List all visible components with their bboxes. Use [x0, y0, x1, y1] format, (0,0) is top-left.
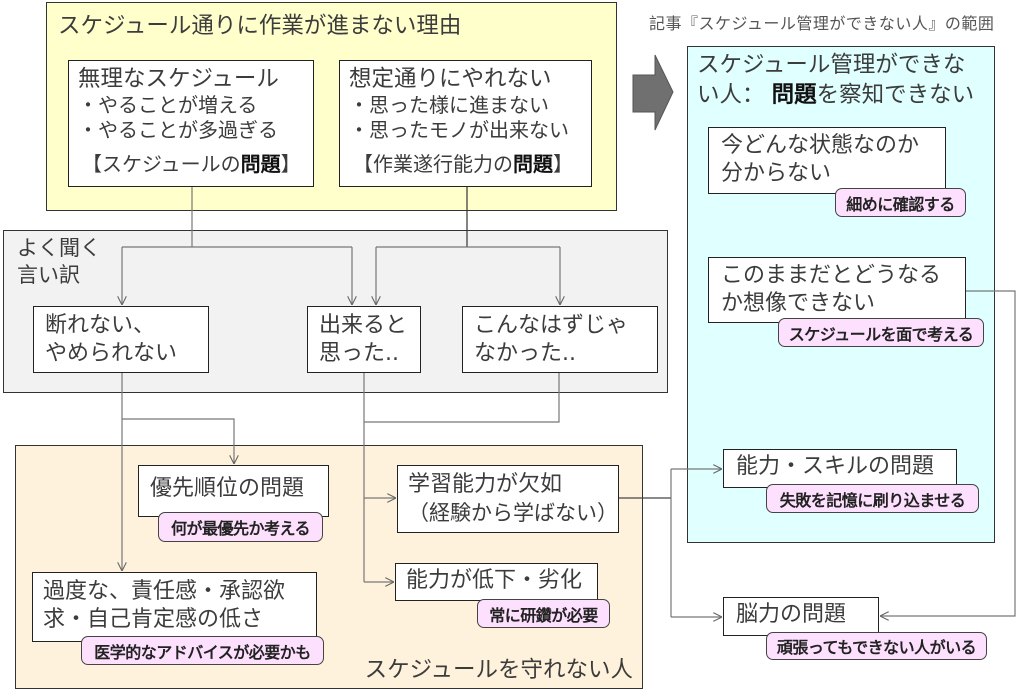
- unreasonable-schedule-box: 無理なスケジュール ・やることが増える ・やることが多過ぎる 【スケジュールの問…: [68, 60, 314, 187]
- bullet-item: ・思った様に進まない: [349, 93, 549, 117]
- category-prefix: 【スケジュールの: [82, 152, 241, 176]
- hint-tag: 失敗を記憶に刷り込ませる: [766, 484, 979, 513]
- box-title: 無理なスケジュール: [78, 66, 279, 92]
- hint-tag: スケジュールを面で考える: [778, 318, 984, 347]
- box-text-line: なかった..: [474, 341, 576, 366]
- box-text-line: か想像できない: [721, 291, 876, 316]
- title-suffix: を察知できない: [816, 82, 975, 108]
- current-status-unknown-box: 今どんな状態なのか 分からない: [708, 127, 946, 194]
- category-bold: 問題: [240, 152, 281, 176]
- hint-tag: 頑張ってもできない人がいる: [766, 632, 987, 660]
- hint-tag: 医学的なアドバイスが必要かも: [81, 636, 324, 665]
- box-text-line: やめられない: [45, 341, 178, 366]
- not-supposed-to-be-box: こんなはずじゃ なかった..: [462, 306, 658, 373]
- cannot-imagine-outcome-box: このままだとどうなる か想像できない: [708, 257, 966, 323]
- skill-problem-box: 能力・スキルの問題: [723, 449, 957, 488]
- bullet-item: ・やることが多過ぎる: [78, 118, 278, 142]
- box-text-line: 過度な、責任感・承認欲: [43, 579, 286, 604]
- box-text-line: 出来ると: [319, 313, 408, 338]
- category-suffix: 】: [553, 152, 573, 176]
- scope-panel-title: スケジュール管理ができな い人： 問題を察知できない: [697, 50, 974, 110]
- box-text-line: （経験から学ばない）: [408, 501, 618, 525]
- hint-tag: 常に研鑽が必要: [477, 599, 610, 628]
- ability-decline-box: 能力が低下・劣化: [395, 563, 598, 601]
- box-text-line: このままだとどうなる: [721, 263, 942, 288]
- title-bold: 問題: [771, 82, 817, 108]
- box-text-line: こんなはずじゃ: [474, 313, 629, 338]
- cannot-keep-schedule-panel: 優先順位の問題 何が最優先か考える 学習能力が欠如 （経験から学ばない） 能力が…: [15, 445, 643, 689]
- learning-ability-lacking-box: 学習能力が欠如 （経験から学ばない）: [397, 465, 619, 533]
- box-text-line: 今どんな状態なのか: [721, 133, 920, 158]
- excuses-panel: よく聞く 言い訳 断れない、 やめられない 出来ると 思った.. こんなはずじゃ…: [3, 230, 668, 393]
- title-line: よく聞く: [17, 236, 101, 260]
- category-suffix: 】: [280, 152, 301, 176]
- category-label: 【作業遂行能力の問題】: [349, 151, 582, 177]
- reasons-panel: スケジュール通りに作業が進まない理由 無理なスケジュール ・やることが増える ・…: [46, 2, 617, 211]
- box-text-line: 優先順位の問題: [150, 476, 305, 501]
- bullet-item: ・思ったモノが出来ない: [349, 118, 569, 142]
- box-text-line: 断れない、: [45, 313, 156, 338]
- box-text-line: 思った..: [319, 341, 399, 366]
- reasons-panel-title: スケジュール通りに作業が進まない理由: [58, 13, 462, 39]
- thought-i-could-box: 出来ると 思った..: [307, 306, 421, 373]
- box-text-line: 能力が低下・劣化: [406, 568, 583, 593]
- cannot-refuse-box: 断れない、 やめられない: [33, 306, 209, 373]
- excessive-responsibility-box: 過度な、責任感・承認欲 求・自己肯定感の低さ: [32, 572, 317, 642]
- title-line: スケジュール管理ができな: [697, 52, 966, 78]
- box-text-line: 学習能力が欠如: [408, 472, 563, 497]
- category-label: 【スケジュールの問題】: [78, 151, 304, 177]
- hint-tag: 細めに確認する: [835, 188, 966, 217]
- title-line: い人： 問題を察知できない: [697, 80, 974, 110]
- box-text-line: 能力・スキルの問題: [736, 454, 935, 479]
- block-arrow-shape: [632, 54, 674, 131]
- category-bold: 問題: [513, 152, 553, 176]
- box-text-line: 求・自己肯定感の低さ: [43, 607, 264, 632]
- title-prefix: い人：: [697, 82, 772, 108]
- title-line: 言い訳: [17, 263, 80, 287]
- excuses-panel-title: よく聞く 言い訳: [17, 235, 101, 289]
- box-text-line: 脳力の問題: [736, 602, 847, 627]
- box-title: 想定通りにやれない: [349, 66, 552, 92]
- cannot-keep-schedule-label: スケジュールを守れない人: [364, 657, 633, 683]
- box-text-line: 分からない: [721, 161, 832, 186]
- cannot-perform-as-planned-box: 想定通りにやれない ・思った様に進まない ・思ったモノが出来ない 【作業遂行能力…: [339, 60, 592, 187]
- bullet-item: ・やることが増える: [78, 93, 258, 117]
- category-prefix: 【作業遂行能力の: [353, 152, 513, 176]
- hint-tag: 何が最優先か考える: [158, 512, 323, 542]
- article-scope-note: 記事『スケジュール管理ができない人』の範囲: [649, 14, 995, 33]
- priority-problem-box: 優先順位の問題: [138, 465, 329, 517]
- brain-capacity-problem-box: 脳力の問題: [723, 597, 879, 636]
